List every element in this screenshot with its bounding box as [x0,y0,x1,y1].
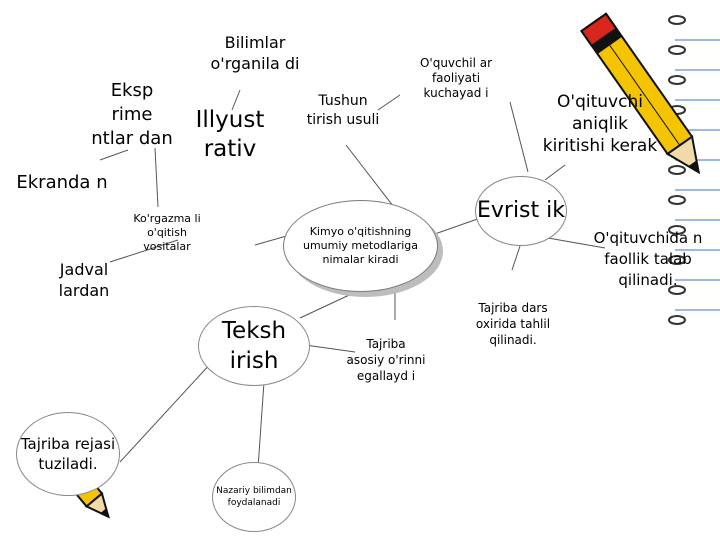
node-tushuntirish: Tushun tirish usuli [306,93,380,128]
node-evristik: Evrist ik [475,176,567,246]
node-ekranda: Ekranda n [16,172,108,193]
connector-line [544,164,566,181]
node-tajriba-asosiy: Tajriba asosiy o'rinni egallayd i [346,337,426,383]
connector-line [377,94,401,111]
connector-line [511,245,521,271]
connector-line [299,289,361,319]
pencil-icon [580,12,701,175]
node-tajriba-dars: Tajriba dars oxirida tahlil qilinadi. [475,301,551,347]
node-oquvchi: O'quvchil ar faoliyati kuchayad i [419,55,493,100]
node-tajriba-rejasi: Tajriba rejasi tuziladi. [16,412,120,496]
node-oqituvchi-aniqlik: O'qituvchi aniqlik kiritishi kerak [542,92,658,156]
node-illyustrativ: Illyust rativ [195,107,265,162]
connector-line [509,101,529,173]
connector-line [304,344,356,353]
connector-line [547,237,606,249]
node-center: Kimyo o'qitishning umumiy metodlariga ni… [283,200,438,292]
notebook-icon [668,0,720,340]
connector-line [231,89,241,111]
connector-line [257,381,265,469]
node-nazariy: Nazariy bilimdan foydalanadi [212,462,296,532]
connector-line [109,239,179,263]
node-tekshirish: Teksh irish [198,306,310,386]
connector-line [154,147,159,208]
node-korgazmali: Ko'rgazma li o'qitish vositalar [133,212,201,253]
connector-line [99,149,129,161]
node-jadvallardan: Jadval lardan [58,260,110,300]
node-bilimlar: Bilimlar o'rganila di [210,33,300,73]
connector-line [119,361,213,463]
node-eksperimentlar: Eksp rime ntlar dan [91,80,173,149]
node-oqituvchida: O'qituvchida n faollik talab qilinadi. [593,228,703,289]
